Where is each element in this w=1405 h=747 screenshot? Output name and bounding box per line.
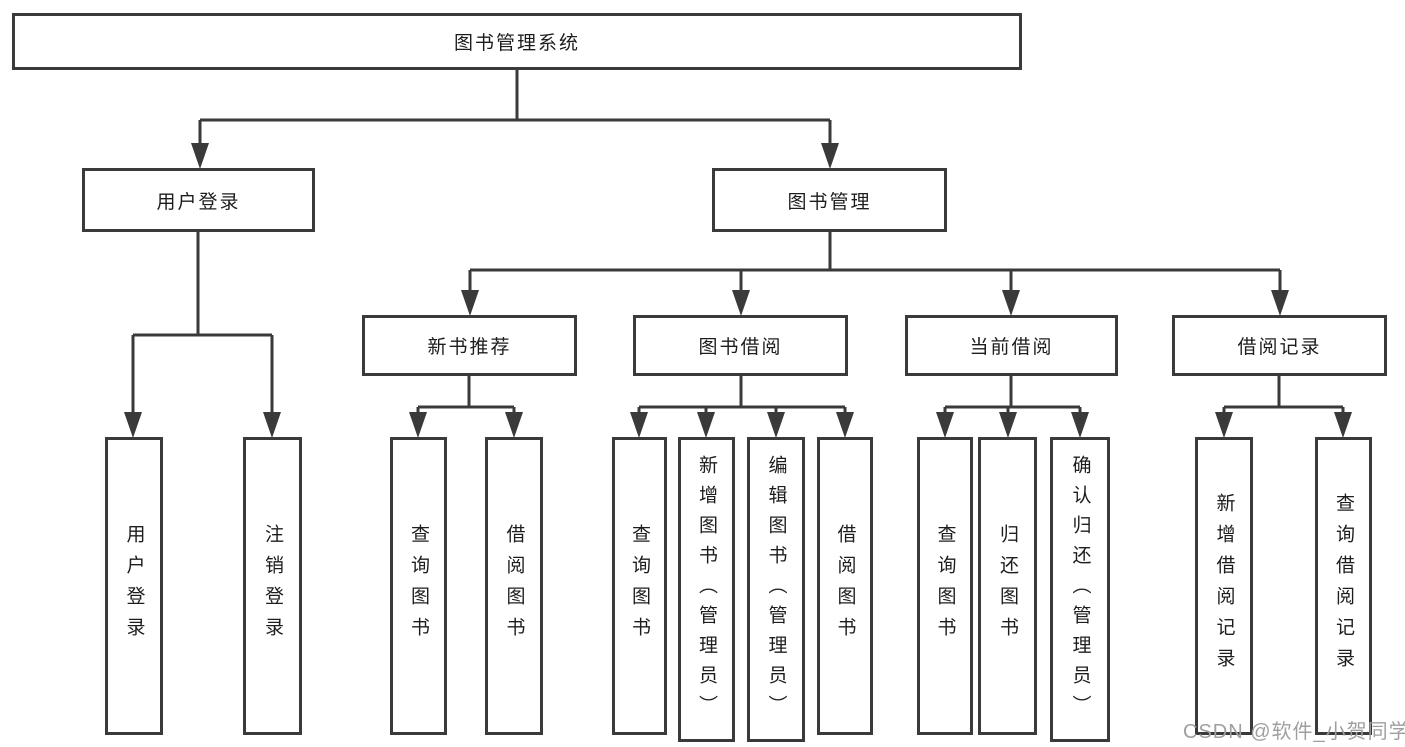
leaf-label: 确认归还（管理员） [1069, 454, 1091, 725]
node-label: 当前借阅 [969, 337, 1054, 358]
leaf-records-query-record: 查询借阅记录 [1315, 437, 1372, 735]
leaf-label: 查询借阅记录 [1333, 493, 1354, 679]
node-label: 图书借阅 [698, 337, 783, 358]
leaf-logout-login: 注销登录 [243, 437, 302, 735]
leaf-current-return-books: 归还图书 [978, 437, 1037, 735]
leaf-user-login: 用户登录 [105, 437, 163, 735]
leaf-newbook-borrow-books: 借阅图书 [485, 437, 543, 735]
node-label: 图书管理 [787, 191, 872, 213]
leaf-label: 编辑图书（管理员） [765, 454, 787, 725]
leaf-label: 归还图书 [997, 524, 1018, 648]
leaf-newbook-query-books: 查询图书 [390, 437, 447, 735]
leaf-label: 查询图书 [629, 524, 650, 648]
arrowheads [124, 143, 1352, 438]
leaf-current-confirm-return-admin: 确认归还（管理员） [1050, 437, 1110, 742]
node-user-login: 用户登录 [82, 168, 315, 232]
leaf-label: 新增图书（管理员） [696, 454, 717, 725]
node-current-borrow: 当前借阅 [905, 315, 1118, 376]
leaf-label: 借阅图书 [503, 524, 525, 648]
node-label: 新书推荐 [427, 337, 512, 358]
node-library-management-system: 图书管理系统 [12, 13, 1022, 70]
leaf-label: 用户登录 [123, 524, 145, 648]
node-new-book-recommend: 新书推荐 [362, 315, 577, 376]
leaf-label: 查询图书 [934, 524, 956, 648]
leaf-current-query-books: 查询图书 [917, 437, 973, 735]
leaf-borrow-edit-books-admin: 编辑图书（管理员） [747, 437, 805, 742]
leaf-label: 新增借阅记录 [1213, 493, 1235, 679]
node-borrow-records: 借阅记录 [1172, 315, 1387, 376]
node-label: 用户登录 [156, 191, 241, 213]
leaf-records-add-record: 新增借阅记录 [1195, 437, 1253, 735]
leaf-label: 查询图书 [408, 524, 429, 648]
node-book-management: 图书管理 [712, 168, 947, 232]
leaf-borrow-add-books-admin: 新增图书（管理员） [678, 437, 735, 742]
leaf-label: 借阅图书 [834, 524, 856, 648]
node-label: 借阅记录 [1237, 337, 1322, 358]
csdn-watermark: CSDN @软件_小贺同学 [1183, 721, 1405, 743]
node-book-borrow: 图书借阅 [633, 315, 848, 376]
node-label: 图书管理系统 [453, 33, 580, 54]
leaf-borrow-query-books: 查询图书 [612, 437, 667, 735]
leaf-borrow-borrow-books: 借阅图书 [817, 437, 873, 735]
leaf-label: 注销登录 [262, 524, 283, 648]
